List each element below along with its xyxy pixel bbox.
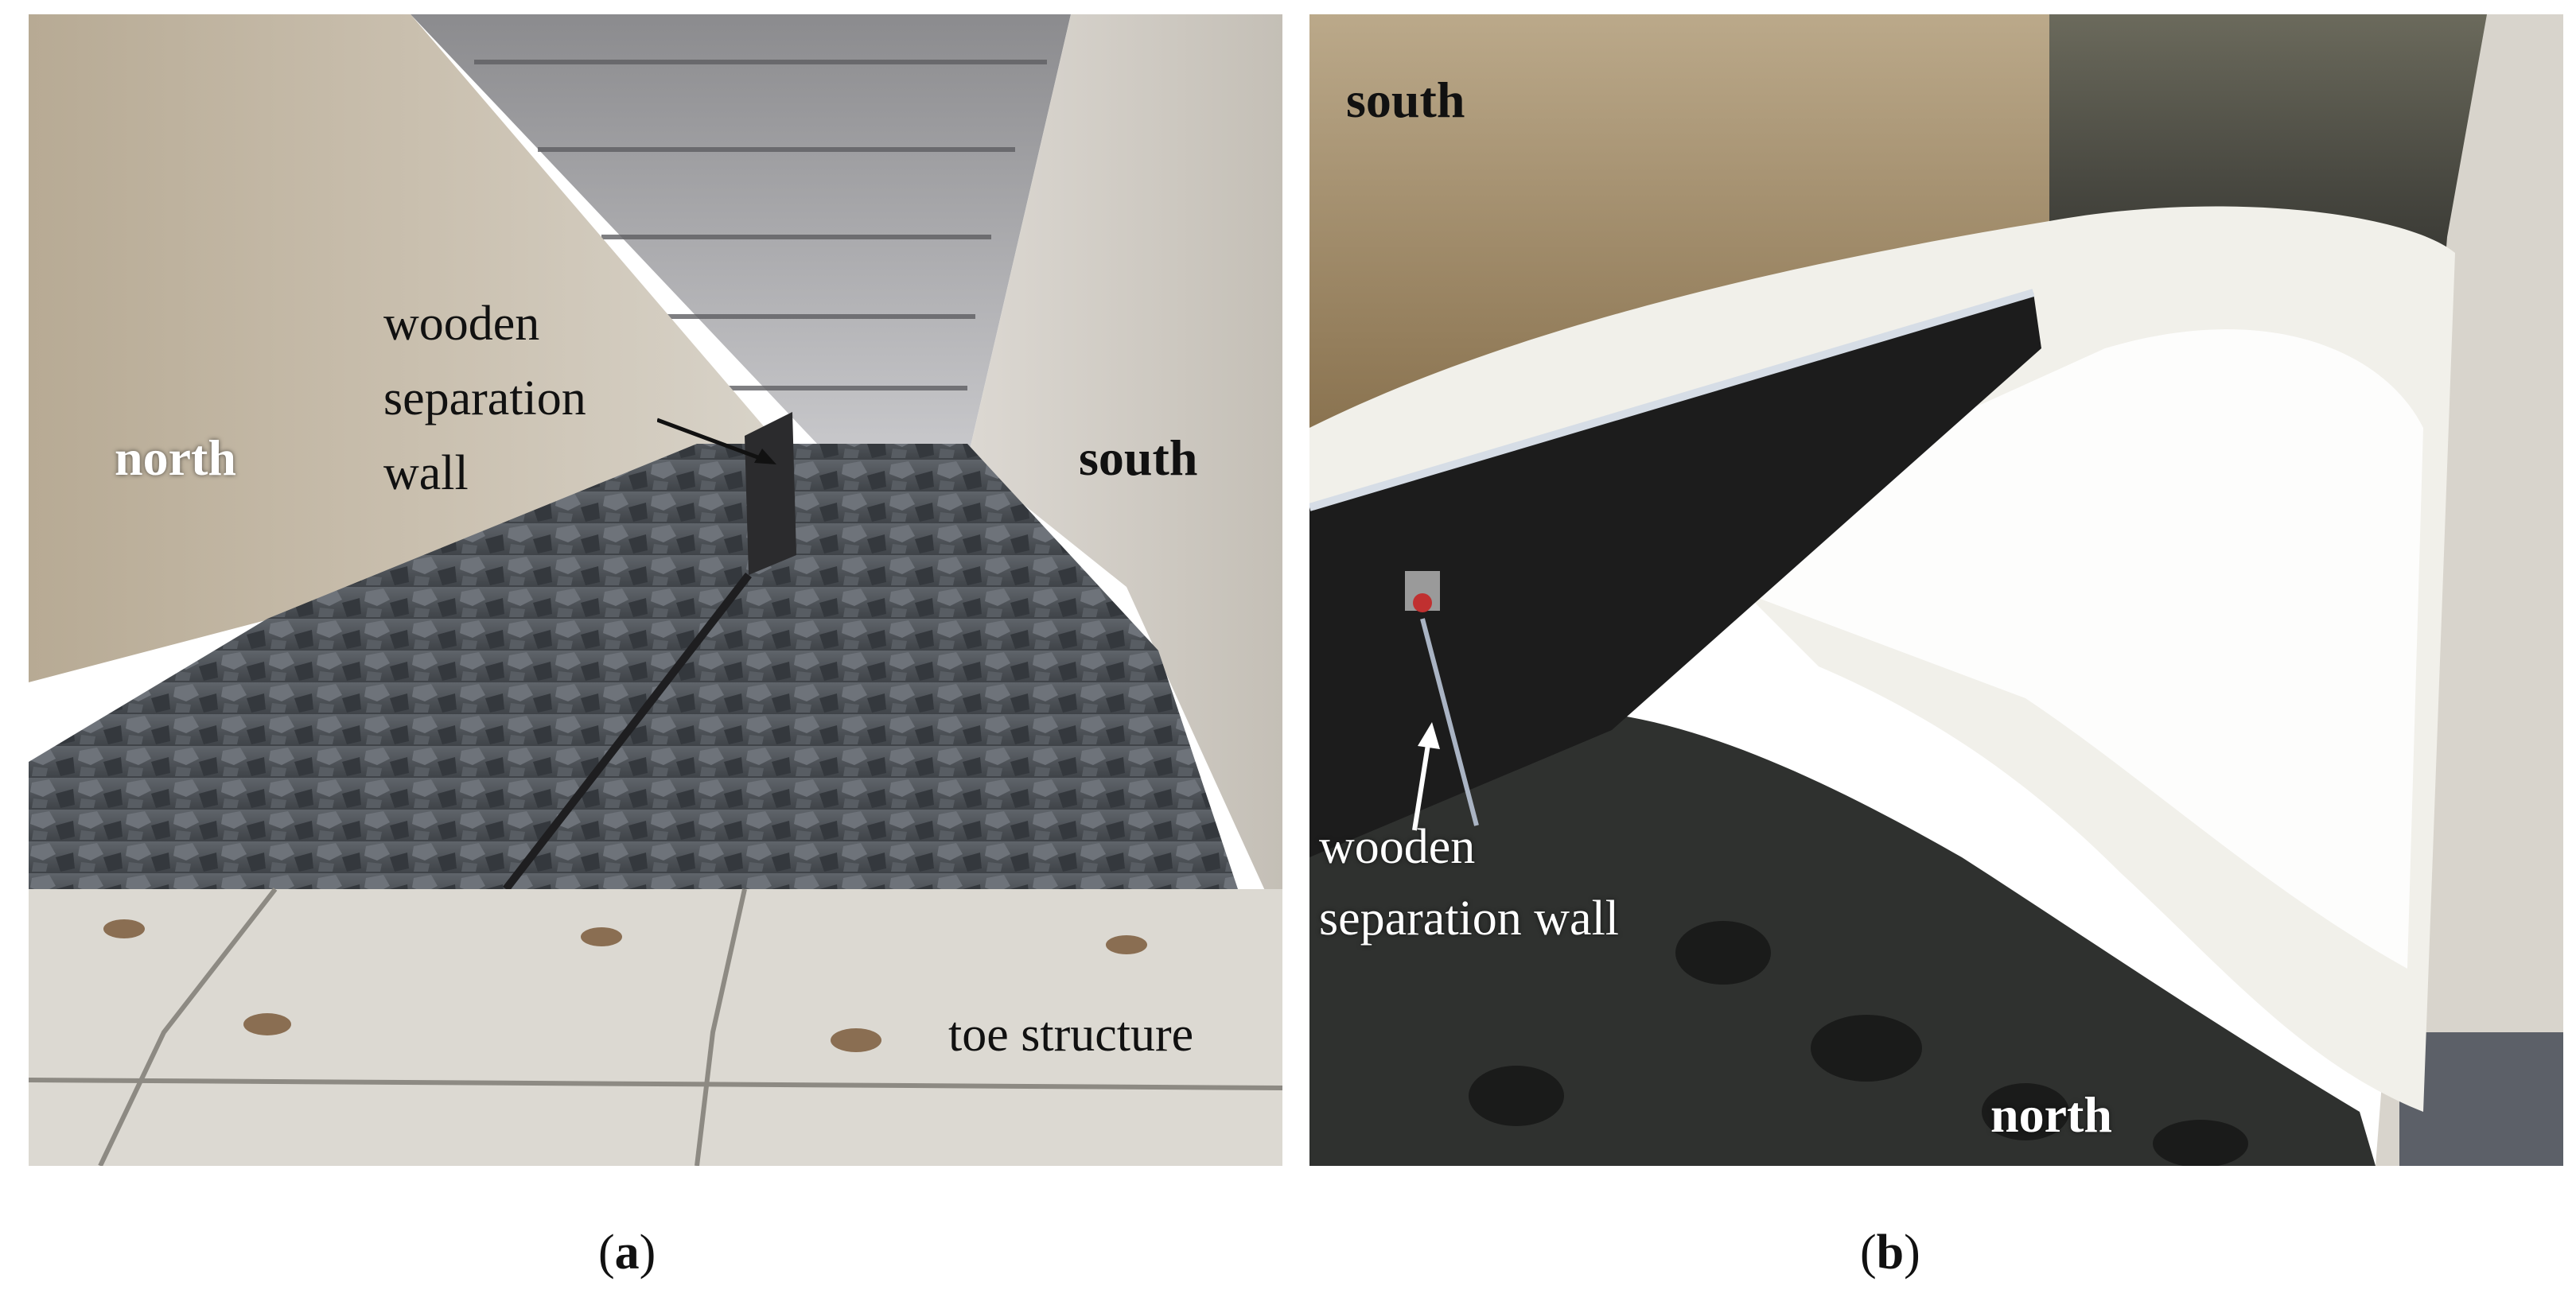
- label-south-a: south: [1079, 429, 1198, 486]
- photo-panel-a: north south wooden separation wall toe s…: [29, 14, 1282, 1166]
- caption-b: (b): [1860, 1226, 1920, 1280]
- caption-a: (a): [598, 1226, 656, 1280]
- photo-a-illustration: [29, 14, 1282, 1166]
- caption-a-letter: a: [614, 1226, 640, 1280]
- label-wall-line2-b: separation wall: [1319, 892, 1620, 946]
- label-wall-line3-a: wall: [383, 446, 469, 500]
- photo-panel-b: south north wooden separation wall: [1309, 14, 2563, 1166]
- label-north-a: north: [115, 429, 236, 486]
- label-wall-line1-b: wooden: [1319, 820, 1476, 874]
- label-north-b: north: [1990, 1086, 2112, 1143]
- label-south-b: south: [1346, 72, 1465, 128]
- label-wall-line1-a: wooden: [383, 297, 540, 351]
- caption-b-letter: b: [1876, 1226, 1905, 1280]
- label-wall-line2-a: separation: [383, 371, 586, 425]
- arrow-icon: [657, 418, 776, 464]
- arrow-icon: [1412, 722, 1440, 831]
- label-toe-structure: toe structure: [948, 1008, 1194, 1062]
- photo-b-illustration: [1309, 14, 2563, 1166]
